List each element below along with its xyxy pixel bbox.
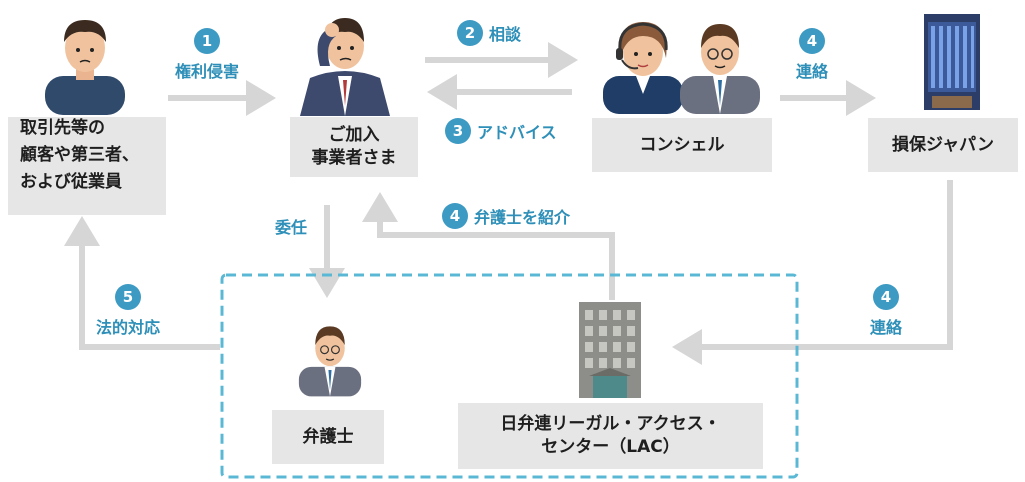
step-2-text: 相談 [489,25,522,44]
concierge-box: コンシェル [592,118,772,172]
delegate-label: 委任 [275,214,307,238]
operator-person-icon [603,22,683,114]
step-5-number-badge: 5 [115,284,141,310]
step-4a-number-badge: 4 [799,28,825,54]
step-3-number-badge: 3 [445,118,471,144]
step-3-label: 3 アドバイス [445,118,557,144]
sompo-box: 損保ジャパン [868,118,1018,172]
lawyer-box: 弁護士 [272,410,384,464]
step-2-number-badge: 2 [457,20,483,46]
lac-line-1: 日弁連リーガル・アクセス・ [500,414,721,434]
lac-building-icon [579,302,641,398]
step-2-label: 2 相談 [457,20,521,46]
lac-box: 日弁連リーガル・アクセス・ センター（LAC） [458,403,763,469]
customer-person-icon [45,20,125,115]
step-4b-text: 弁護士を紹介 [474,208,571,227]
lawyer-person-icon [298,326,362,397]
third-party-line-1: 取引先等の [20,118,105,138]
arrow-legal-action [64,216,220,350]
third-party-line-3: および従業員 [20,172,122,192]
arrow-introduce-lawyer [362,192,615,300]
step-4c-number-badge: 4 [873,284,899,310]
lawyer-label: 弁護士 [302,426,354,447]
step-1-text: 権利侵害 [175,62,240,81]
concierge-label: コンシェル [639,134,725,155]
lawyer-group-border [220,273,799,479]
third-party-line-2: 顧客や第三者、 [20,145,139,165]
member-business-box: ご加入 事業者さま [290,117,418,177]
step-4-contact-sompo-label: 4 連絡 [796,28,828,82]
step-3-text: アドバイス [477,123,557,142]
member-line-1: ご加入 [328,125,380,145]
step-4a-text: 連絡 [796,62,829,81]
step-4-contact-lac-label: 4 連絡 [870,284,902,338]
step-1-label: 1 権利侵害 [175,28,239,82]
step-4-introduce-lawyer-label: 4 弁護士を紹介 [442,203,570,229]
staff-person-icon [680,24,760,114]
step-1-number-badge: 1 [194,28,220,54]
lac-line-2: センター（LAC） [541,437,680,457]
step-4c-text: 連絡 [870,318,903,337]
delegate-text: 委任 [275,218,308,237]
arrow-contact-lac [672,180,953,365]
member-line-2: 事業者さま [311,148,397,168]
step-5-label: 5 法的対応 [96,284,160,338]
step-5-text: 法的対応 [96,318,161,337]
step-4b-number-badge: 4 [442,203,468,229]
third-party-box: 取引先等の 顧客や第三者、 および従業員 [8,117,166,215]
sompo-label: 損保ジャパン [892,134,994,155]
business-owner-person-icon [300,18,390,116]
sompo-building-icon [924,14,980,110]
